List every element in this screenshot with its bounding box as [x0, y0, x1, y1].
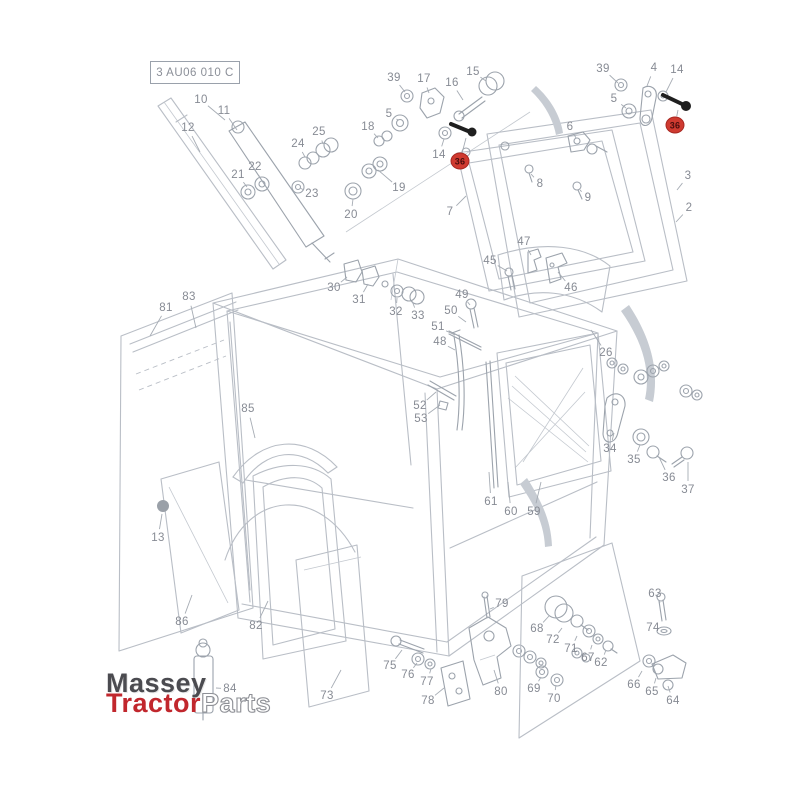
part-label: 83 — [182, 291, 196, 303]
bottom-hinge-hardware — [391, 592, 546, 706]
part-label: 2 — [685, 202, 693, 214]
part-label: 46 — [564, 282, 578, 294]
part-label: 17 — [417, 73, 431, 85]
part-label: 13 — [151, 532, 165, 544]
part-label: 49 — [455, 289, 469, 301]
part-label: 7 — [446, 206, 454, 218]
part-label: 6 — [566, 121, 574, 133]
part-label: 34 — [603, 443, 617, 455]
part-label: 47 — [517, 236, 531, 248]
part-label: 39 — [596, 63, 610, 75]
part-label: 10 — [194, 94, 208, 106]
part-label: 35 — [627, 454, 641, 466]
part-label: 14 — [432, 149, 446, 161]
part-label: 68 — [530, 623, 544, 635]
part-label: 26 — [599, 347, 613, 359]
right-link-hardware — [603, 358, 702, 467]
part-label: 50 — [444, 305, 458, 317]
part-label: 79 — [495, 598, 509, 610]
part-label: 61 — [484, 496, 498, 508]
part-label: 78 — [421, 695, 435, 707]
fender-trim — [233, 444, 337, 483]
part-label: 73 — [320, 690, 334, 702]
part-label: 33 — [411, 310, 425, 322]
part-label: 66 — [627, 679, 641, 691]
part-label: 86 — [175, 616, 189, 628]
part-label: 71 — [564, 643, 578, 655]
part-label: 85 — [241, 403, 255, 415]
part-label: 84 — [223, 683, 237, 695]
part-label: 52 — [413, 400, 427, 412]
part-label: 20 — [344, 209, 358, 221]
pillar-brackets — [344, 260, 424, 304]
deflector-and-brackets — [498, 247, 656, 402]
upper-right-link-hardware — [615, 79, 691, 126]
part-label: 80 — [494, 686, 508, 698]
watermark-word-tractor: Tractor — [106, 688, 202, 718]
watermark-line2: TractorParts — [106, 689, 271, 717]
part-label: 15 — [466, 66, 480, 78]
part-label: 19 — [392, 182, 406, 194]
part-label: 5 — [385, 108, 393, 120]
part-label: 32 — [389, 306, 403, 318]
part-label: 70 — [547, 693, 561, 705]
windshield-glass — [119, 293, 253, 651]
wiper-and-strut — [158, 98, 334, 269]
part-label: 36 — [662, 472, 676, 484]
window-stay-hardware — [428, 299, 481, 430]
door-and-glass — [157, 462, 369, 720]
part-label: 5 — [610, 93, 618, 105]
part-label: 16 — [445, 77, 459, 89]
part-label: 77 — [420, 676, 434, 688]
part-label: 9 — [584, 192, 592, 204]
part-label: 59 — [527, 506, 541, 518]
part-label: 51 — [431, 321, 445, 333]
part-label: 12 — [181, 122, 195, 134]
part-label: 22 — [248, 161, 262, 173]
diagram-reference-label: 3 AU06 010 C — [156, 66, 234, 79]
part-label: 45 — [483, 255, 497, 267]
part-label: 81 — [159, 302, 173, 314]
part-label: 82 — [249, 620, 263, 632]
watermark-word-massey: Massey — [106, 668, 207, 698]
part-label: 31 — [352, 294, 366, 306]
leader-lines — [150, 75, 688, 695]
part-label: 23 — [305, 188, 319, 200]
part-label-highlighted: 36 — [450, 152, 470, 170]
part-label: 39 — [387, 72, 401, 84]
part-label: 8 — [536, 178, 544, 190]
rear-window-assembly — [457, 86, 687, 317]
part-label: 62 — [594, 657, 608, 669]
part-label: 74 — [646, 622, 660, 634]
part-label: 76 — [401, 669, 415, 681]
part-label: 65 — [645, 686, 659, 698]
door-panel-lower-right — [519, 543, 686, 738]
part-label: 48 — [433, 336, 447, 348]
part-label: 4 — [650, 62, 658, 74]
diagram-reference-box: 3 AU06 010 C — [150, 61, 240, 84]
part-label: 37 — [681, 484, 695, 496]
part-label: 67 — [581, 652, 595, 664]
part-label: 75 — [383, 660, 397, 672]
part-label: 11 — [217, 105, 231, 117]
part-label: 24 — [291, 138, 305, 150]
part-label: 21 — [231, 169, 245, 181]
part-label: 30 — [327, 282, 341, 294]
part-label: 25 — [312, 126, 326, 138]
part-label: 64 — [666, 695, 680, 707]
part-label: 69 — [527, 683, 541, 695]
part-label: 53 — [414, 413, 428, 425]
part-label: 63 — [648, 588, 662, 600]
part-label: 3 — [684, 170, 692, 182]
part-label: 72 — [546, 634, 560, 646]
part-label-highlighted: 36 — [665, 116, 685, 134]
part-label: 60 — [504, 506, 518, 518]
part-label: 18 — [361, 121, 375, 133]
right-window — [486, 333, 611, 547]
watermark-word-parts: Parts — [200, 688, 272, 718]
watermark: Massey TractorParts — [106, 668, 271, 718]
part-label: 14 — [670, 64, 684, 76]
